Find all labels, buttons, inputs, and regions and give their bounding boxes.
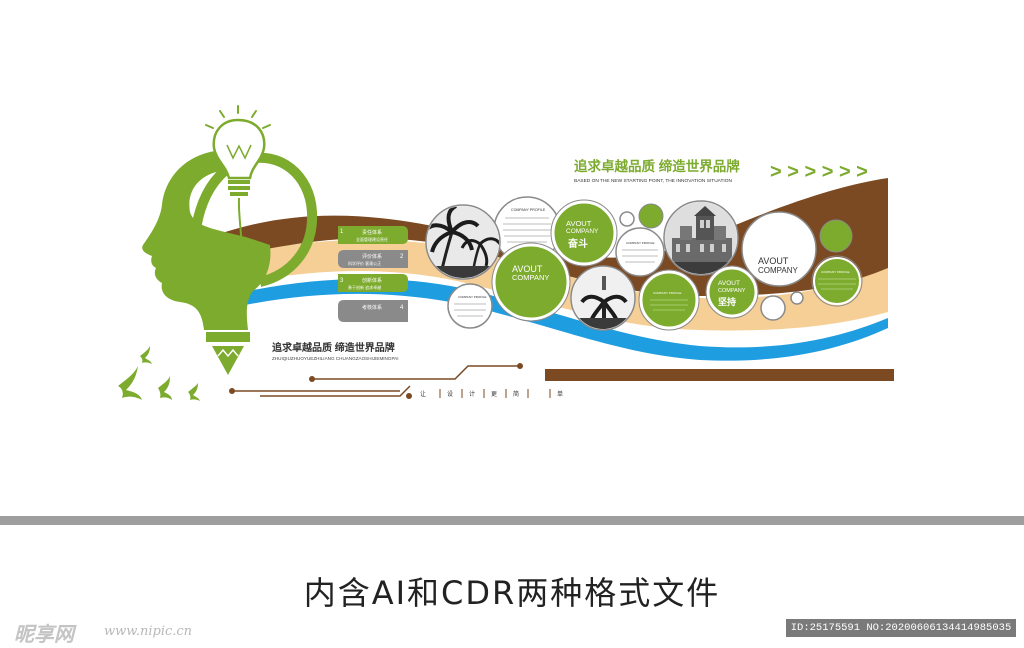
- svg-text:AVOUT: AVOUT: [512, 264, 543, 274]
- list-label: 创新体系: [362, 277, 382, 284]
- list-item-4: 4 考核体系: [338, 300, 408, 322]
- slogan-pinyin: ZHUIQIUZHUOYUEZHILIANG CHUANGZAOSHIJIEMI…: [272, 356, 399, 361]
- svg-text:COMPANY PROFILE: COMPANY PROFILE: [821, 270, 850, 274]
- svg-text:COMPANY: COMPANY: [512, 273, 549, 282]
- list-label: 考核体系: [362, 304, 382, 311]
- tagline-char: 简: [513, 390, 519, 398]
- blue-wave-band: [210, 278, 888, 361]
- light-bulb-icon: [205, 105, 271, 263]
- section-divider: [0, 516, 1024, 525]
- svg-text:奋斗: 奋斗: [567, 237, 588, 250]
- list-item-2: 2 评价体系 科学评价 客观公正: [338, 250, 408, 268]
- watermark-logo: 昵享网: [14, 622, 74, 646]
- svg-text:COMPANY: COMPANY: [566, 228, 599, 235]
- svg-text:AVOUT: AVOUT: [718, 280, 740, 287]
- tagline-dividers: [439, 389, 551, 398]
- list-sub: 勇于创新 追求卓越: [348, 284, 381, 290]
- tagline-char: 更: [491, 391, 497, 398]
- head-silhouette-icon: [142, 150, 318, 375]
- svg-text:COMPANY PROFILE: COMPANY PROFILE: [653, 291, 682, 295]
- numbered-list: 1 责任体系 全面管理建设责任 2 评价体系 科学评价 客观公正 3 创新体系 …: [338, 226, 408, 322]
- connector-lines: [232, 365, 520, 397]
- svg-text:COMPANY: COMPANY: [718, 288, 746, 294]
- list-num: 2: [400, 254, 404, 260]
- svg-text:AVOUT: AVOUT: [758, 256, 789, 266]
- avout-company-white-circle: AVOUT COMPANY: [741, 211, 817, 287]
- avout-company-green-circle: AVOUT COMPANY: [491, 242, 571, 322]
- tagline-char: 单: [557, 390, 563, 398]
- chevron-right-arrows-icon: > > > > > >: [770, 161, 868, 183]
- list-num: 3: [340, 278, 344, 284]
- list-sub: 全面管理建设责任: [356, 236, 388, 242]
- brown-baseline-bar: [545, 369, 894, 381]
- profile-circle-bottom: COMPANY PROFILE: [447, 283, 493, 329]
- tower-photo-circle: [570, 265, 636, 331]
- list-item-1: 1 责任体系 全面管理建设责任: [338, 226, 408, 244]
- tagline-char: 设: [447, 390, 453, 398]
- list-label: 责任体系: [362, 229, 382, 236]
- watermark-url: www.nipic.cn: [104, 624, 193, 639]
- svg-text:COMPANY PROFILE: COMPANY PROFILE: [626, 241, 655, 245]
- list-label: 评价体系: [362, 253, 382, 260]
- culture-wall-artwork: 1 责任体系 全面管理建设责任 2 评价体系 科学评价 客观公正 3 创新体系 …: [118, 105, 894, 401]
- fendou-green-circle: AVOUT COMPANY 奋斗: [550, 199, 618, 267]
- image-id-bar: ID:25175591 NO:20200606134414985035: [786, 619, 1016, 637]
- small-white-dot: [619, 211, 635, 227]
- tagline-char: 计: [469, 390, 475, 398]
- medium-green-dot: [819, 219, 853, 253]
- small-white-dot: [760, 295, 786, 321]
- connector-dots: [229, 363, 523, 399]
- tagline-char: 让: [420, 390, 426, 398]
- list-item-3: 3 创新体系 勇于创新 追求卓越: [338, 274, 408, 292]
- svg-text:COMPANY PROFILE: COMPANY PROFILE: [511, 208, 546, 212]
- profile-green-circle-right: COMPANY PROFILE: [811, 255, 863, 307]
- culture-wall-design: 1 责任体系 全面管理建设责任 2 评价体系 科学评价 客观公正 3 创新体系 …: [118, 105, 894, 401]
- list-sub: 科学评价 客观公正: [348, 260, 381, 266]
- profile-circle-middle: COMPANY PROFILE: [615, 227, 665, 277]
- footer-caption: 内含AI和CDR两种格式文件: [303, 574, 721, 612]
- tagline: 让 设 计 更 简 单: [420, 390, 563, 398]
- headline-subtitle: BASED ON THE NEW STARTING POINT, THE INN…: [574, 178, 732, 184]
- svg-text:AVOUT: AVOUT: [566, 219, 592, 228]
- svg-text:COMPANY: COMPANY: [758, 266, 799, 275]
- svg-text:COMPANY PROFILE: COMPANY PROFILE: [458, 295, 487, 299]
- headline-title: 追求卓越品质 缔造世界品牌: [574, 158, 740, 174]
- flying-birds-icon: [118, 346, 200, 401]
- jianchi-green-circle: AVOUT COMPANY 坚持: [705, 265, 759, 319]
- small-white-dot: [790, 291, 804, 305]
- building-photo-circle: [663, 200, 739, 276]
- circle-gallery: COMPANY PROFILE AVOUT COMPANY COMP: [425, 196, 863, 331]
- profile-green-circle: COMPANY PROFILE: [638, 269, 700, 331]
- small-green-dot: [638, 203, 664, 229]
- slogan-title: 追求卓越品质 缔造世界品牌: [272, 341, 395, 354]
- list-num: 4: [400, 305, 404, 311]
- svg-text:坚持: 坚持: [718, 296, 736, 307]
- list-num: 1: [340, 229, 344, 235]
